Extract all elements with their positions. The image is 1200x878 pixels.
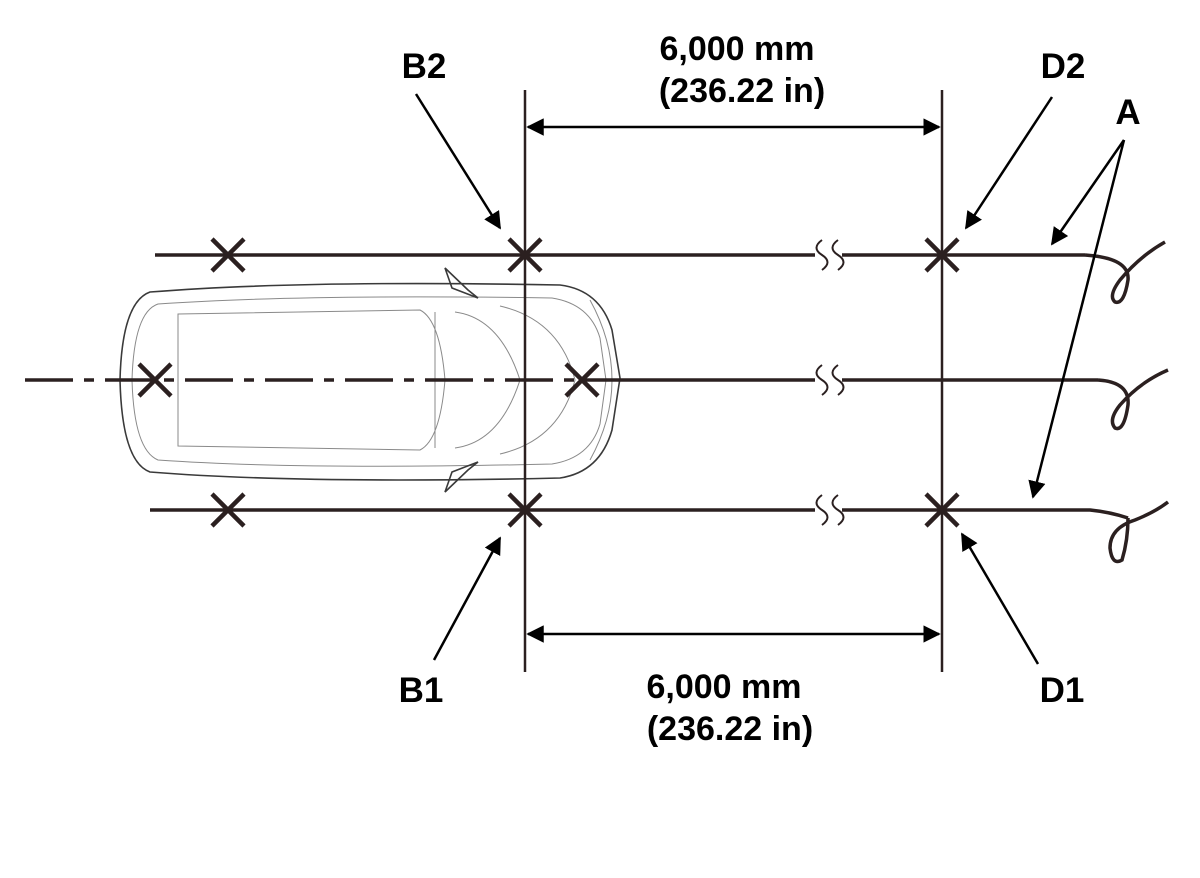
label-a: A xyxy=(1115,93,1140,132)
x-mark-lower-rear xyxy=(210,492,246,528)
dimension-bottom-metric: 6,000 mm xyxy=(647,668,802,706)
string-loop-center xyxy=(1097,368,1169,431)
string-loop-upper xyxy=(1084,240,1166,305)
x-mark-d1 xyxy=(924,492,960,528)
leader-d1 xyxy=(960,532,1040,665)
dimension-top-imperial: (236.22 in) xyxy=(659,72,825,110)
x-mark-b2 xyxy=(507,237,543,273)
string-line-lower xyxy=(150,508,1129,520)
break-mark-center xyxy=(815,364,845,396)
label-b1: B1 xyxy=(399,671,444,710)
dimension-top-metric: 6,000 mm xyxy=(660,30,815,68)
label-d1: D1 xyxy=(1040,671,1085,710)
label-d2: D2 xyxy=(1041,47,1086,86)
string-loop-lower xyxy=(1108,500,1170,564)
break-mark-upper xyxy=(815,239,845,271)
dimension-bottom-imperial: (236.22 in) xyxy=(647,710,813,748)
dimension-arrows xyxy=(526,118,941,643)
x-mark-b1 xyxy=(507,492,543,528)
leader-b2 xyxy=(414,93,502,230)
leader-b1 xyxy=(432,536,502,661)
leader-arrows xyxy=(414,93,1126,665)
x-mark-center-rear xyxy=(137,362,173,398)
reference-lines xyxy=(25,90,1170,672)
measurement-points xyxy=(137,237,960,528)
leader-d2 xyxy=(964,96,1054,230)
x-mark-center-front xyxy=(564,362,600,398)
x-mark-upper-rear xyxy=(210,237,246,273)
labels: B2 D2 A B1 D1 6,000 mm (236.22 in) 6,000… xyxy=(399,30,1141,748)
leader-a-upper xyxy=(1050,139,1126,246)
leader-a-lower xyxy=(1028,139,1126,499)
break-mark-lower xyxy=(815,494,845,526)
x-mark-d2 xyxy=(924,237,960,273)
label-b2: B2 xyxy=(402,47,447,86)
